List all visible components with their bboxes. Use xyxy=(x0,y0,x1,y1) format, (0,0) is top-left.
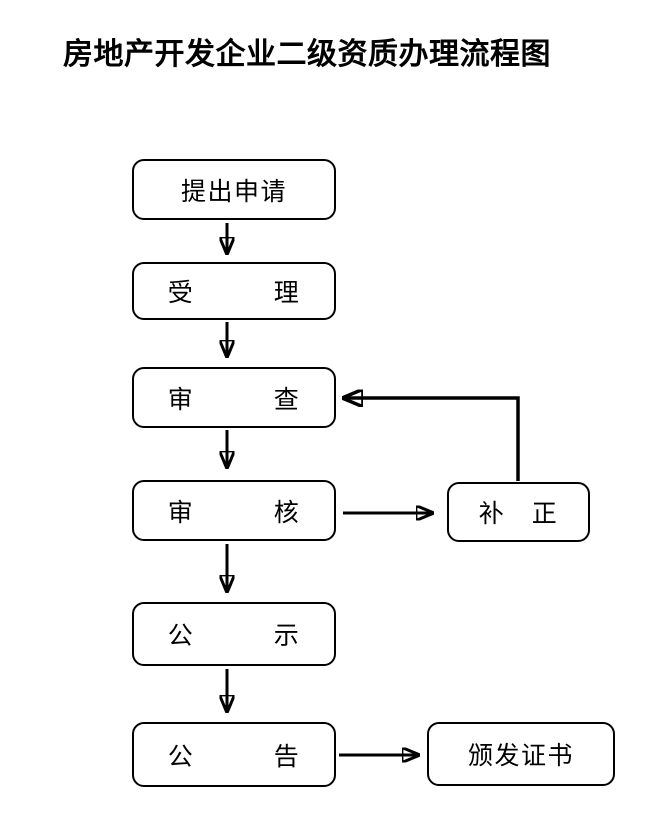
flow-node-acceptance: 受 理 xyxy=(132,262,336,320)
flow-node-label: 颁发证书 xyxy=(467,743,574,770)
flow-node-label: 补 正 xyxy=(478,501,559,528)
flow-node-label: 审 查 xyxy=(167,386,301,414)
flow-node-label: 公 示 xyxy=(167,623,301,650)
flow-node-issue-certificate: 颁发证书 xyxy=(427,722,615,786)
flow-node-label: 提出申请 xyxy=(180,178,287,206)
flow-node-correction: 补 正 xyxy=(447,482,590,542)
flow-node-review: 审 核 xyxy=(132,480,336,541)
flow-node-public-notice: 公 示 xyxy=(132,602,336,666)
flow-node-submit-application: 提出申请 xyxy=(132,159,336,220)
flow-node-label: 受 理 xyxy=(167,280,301,307)
flow-node-label: 审 核 xyxy=(167,499,301,527)
flow-node-announcement: 公 告 xyxy=(132,722,336,787)
page-title: 房地产开发企业二级资质办理流程图 xyxy=(63,38,551,71)
flow-node-label: 公 告 xyxy=(167,743,301,771)
arrow-correction-back-to-examination xyxy=(343,398,520,481)
flow-node-examination: 审 查 xyxy=(132,367,336,428)
